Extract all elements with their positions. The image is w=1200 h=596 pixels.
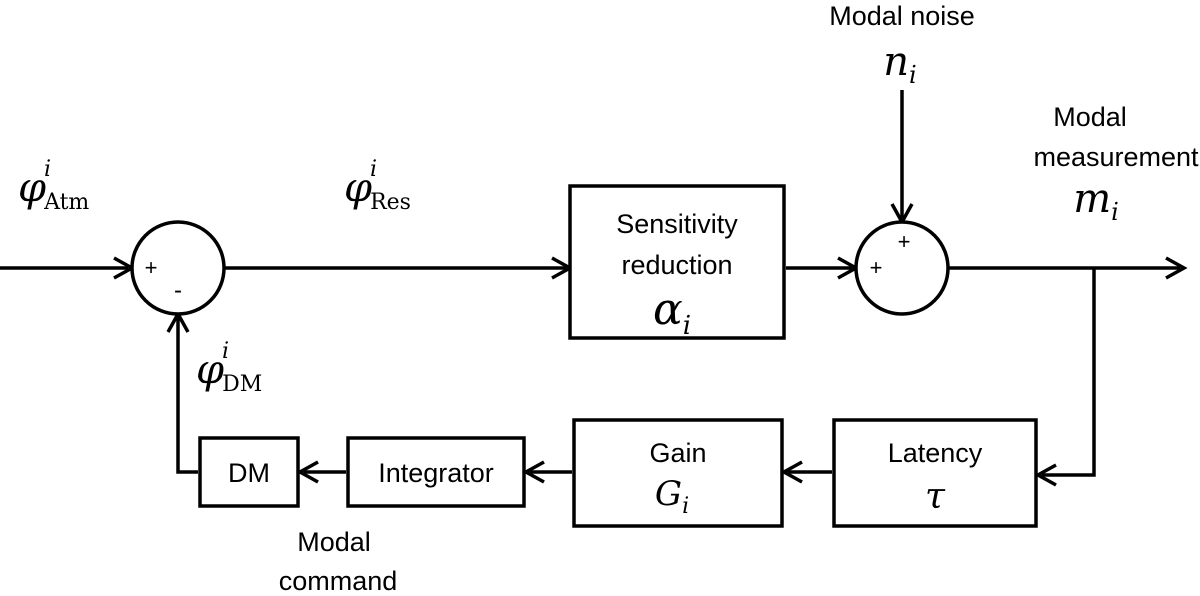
- phi-dm-symbol: φ: [196, 347, 224, 393]
- alpha-symbol: αi: [653, 284, 691, 341]
- alpha-sub: i: [683, 311, 691, 341]
- modal-measurement-label-line2: measurement: [1033, 142, 1199, 172]
- sum2-plus-top-sign: +: [898, 229, 911, 254]
- phi-dm-sub: DM: [222, 372, 262, 397]
- integrator-label: Integrator: [378, 458, 494, 488]
- dm-label: DM: [228, 458, 270, 488]
- phi-atm-symbol: φ: [18, 165, 46, 211]
- modal-measurement-label-line1: Modal: [1053, 102, 1127, 132]
- dm-feedback-wire: [176, 318, 198, 474]
- gain-sub: i: [682, 494, 689, 519]
- tau-symbol: τ: [925, 476, 946, 517]
- sum1-plus-sign: +: [145, 255, 158, 280]
- dm-block: DM: [198, 436, 300, 508]
- measurement-symbol: mi: [1073, 176, 1119, 226]
- phi-res-symbol: φ: [344, 165, 372, 211]
- modal-command-label-line1: Modal: [297, 527, 371, 557]
- feedback-arrowhead: [1034, 463, 1057, 487]
- gain-label: Gain: [649, 438, 706, 468]
- summing-junction-2: + +: [854, 220, 950, 316]
- gain-output-arrowhead: [522, 460, 545, 484]
- latency-output-arrowhead: [780, 460, 803, 484]
- measurement-main: m: [1073, 176, 1111, 222]
- modal-command-label-line2: command: [279, 566, 398, 596]
- latency-label: Latency: [888, 438, 983, 468]
- gain-main: G: [655, 474, 682, 514]
- noise-symbol: ni: [883, 39, 916, 89]
- phi-dm-sup: i: [222, 339, 229, 364]
- alpha-main: α: [653, 284, 683, 335]
- sum1-minus-sign: -: [174, 277, 182, 304]
- noise-sub: i: [909, 61, 917, 89]
- sum2-plus-left-sign: +: [870, 255, 883, 280]
- phi-res-sub: Res: [370, 190, 411, 215]
- sensitivity-reduction-block: Sensitivity reduction αi: [568, 184, 786, 341]
- output-arrowhead: [1165, 256, 1188, 280]
- summing-junction-1: + -: [130, 220, 226, 316]
- sensitivity-label-line1: Sensitivity: [616, 209, 738, 239]
- sensitivity-label-line2: reduction: [621, 250, 732, 280]
- modal-noise-label: Modal noise: [829, 1, 975, 31]
- gain-symbol: Gi: [655, 474, 689, 519]
- phi-res-sup: i: [370, 157, 377, 182]
- latency-block: Latency τ: [832, 418, 1038, 528]
- phi-atm-sup: i: [44, 157, 51, 182]
- integrator-output-arrowhead: [296, 460, 319, 484]
- integrator-block: Integrator: [346, 436, 526, 508]
- noise-main: n: [883, 39, 909, 85]
- phi-atm-sub: Atm: [43, 190, 89, 215]
- measurement-sub: i: [1111, 198, 1119, 226]
- feedback-wire: [1042, 268, 1096, 477]
- gain-block: Gain Gi: [572, 418, 784, 528]
